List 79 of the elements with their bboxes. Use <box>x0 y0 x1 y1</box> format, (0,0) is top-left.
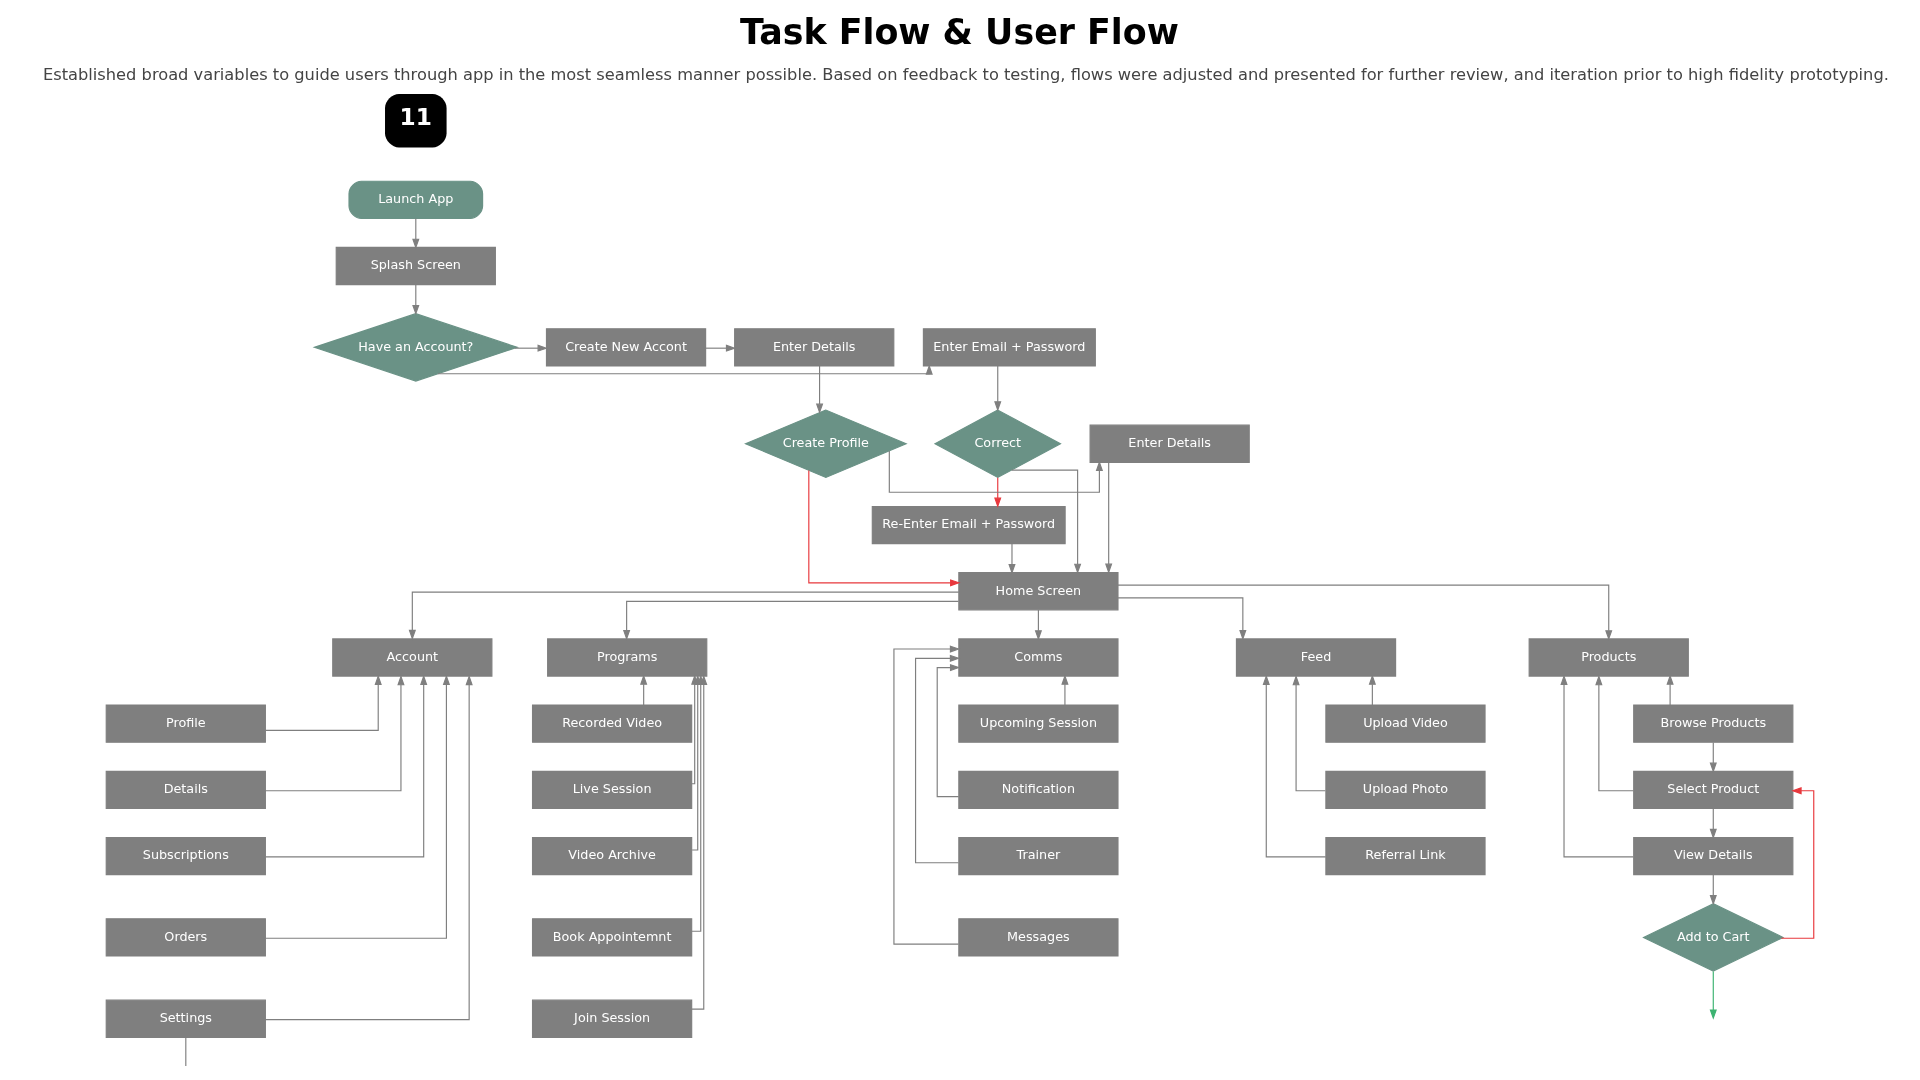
node-box: Home Screen <box>958 572 1119 611</box>
node-box: Referral Link <box>1325 836 1486 876</box>
arrow <box>893 645 961 945</box>
node-box: Settings <box>105 999 266 1038</box>
arrow <box>408 591 960 641</box>
node-diamond: Add to Cart <box>1642 903 1785 972</box>
node-box: Upcoming Session <box>958 704 1119 743</box>
node-box: Live Session <box>531 770 693 810</box>
arrow <box>808 470 961 587</box>
arrow <box>994 477 1002 508</box>
node-box: Join Session <box>531 999 693 1038</box>
arrow <box>888 450 1104 493</box>
node-box: Browse Products <box>1633 704 1794 743</box>
node-box: Enter Email + Password <box>922 328 1096 367</box>
node-box: Re-Enter Email + Password <box>871 505 1066 545</box>
node-box: Details <box>105 770 266 810</box>
arrow <box>1011 469 1082 575</box>
node-box: Upload Video <box>1325 704 1486 743</box>
arrow <box>815 365 824 415</box>
node-box: Create New Accont <box>545 328 707 367</box>
arrow <box>994 365 1002 412</box>
node-box: Trainer <box>958 836 1119 876</box>
node-box: Products <box>1528 638 1689 677</box>
node-box: Select Product <box>1633 770 1794 810</box>
node-box: Notification <box>958 770 1119 810</box>
node-box: View Details <box>1633 836 1794 876</box>
arrow <box>1368 674 1376 706</box>
arrow <box>1117 597 1247 641</box>
arrow <box>437 364 933 375</box>
node-box: Video Archive <box>531 836 693 876</box>
arrow <box>622 600 960 641</box>
arrow <box>1560 674 1634 858</box>
node-box: Subscriptions <box>105 836 266 876</box>
node-box: Enter Details <box>734 328 895 367</box>
arrow <box>265 674 405 792</box>
arrow <box>265 674 428 858</box>
arrow <box>1061 674 1069 706</box>
arrow <box>705 344 737 352</box>
node-box: Comms <box>958 638 1119 677</box>
node-diamond: Create Profile <box>744 409 908 479</box>
arrow <box>1709 970 1717 1020</box>
diagram-title: Task Flow & User Flow <box>739 12 1179 53</box>
node-box: Account <box>332 638 493 677</box>
node-box: Profile <box>105 704 266 743</box>
node-box: Messages <box>958 918 1119 957</box>
arrow <box>1292 674 1326 792</box>
label: 11 <box>399 103 432 131</box>
arrow <box>1709 808 1717 840</box>
arrow <box>514 344 548 352</box>
arrow <box>1105 461 1113 575</box>
arrow <box>1666 674 1674 706</box>
node-box: Book Appointemnt <box>531 918 693 957</box>
node-box: Launch App <box>348 180 484 219</box>
arrow <box>264 674 473 1021</box>
arrow <box>264 674 451 939</box>
arrow <box>1262 674 1327 858</box>
node-diamond: Correct <box>933 409 1062 479</box>
node-box: Upload Photo <box>1325 770 1486 810</box>
arrow <box>1008 543 1016 575</box>
node-box: Recorded Video <box>531 704 693 743</box>
connector <box>185 1037 187 1067</box>
arrow <box>640 674 648 706</box>
node-box: Feed <box>1235 638 1397 677</box>
arrow <box>412 284 420 316</box>
arrow <box>265 674 382 731</box>
arrow <box>1709 741 1717 774</box>
arrow <box>1034 609 1043 641</box>
node-box: Enter Details <box>1089 424 1250 463</box>
arrow <box>412 218 420 250</box>
caption: Established broad variables to guide users through app in the most seamless manner possible. Based on feedback to testing, flows were adjusted and presented for further review, and iteration prior to high fidelity prototyping. <box>42 65 1889 85</box>
node-box: Orders <box>105 918 266 957</box>
node-box: Programs <box>547 638 708 677</box>
node-diamond: Have an Account? <box>312 313 519 382</box>
node-box: Splash Screen <box>335 246 496 286</box>
arrow <box>1595 674 1635 792</box>
arrow <box>915 654 961 864</box>
arrow <box>1780 787 1815 939</box>
arrow <box>1117 584 1613 641</box>
arrow <box>1709 874 1717 906</box>
